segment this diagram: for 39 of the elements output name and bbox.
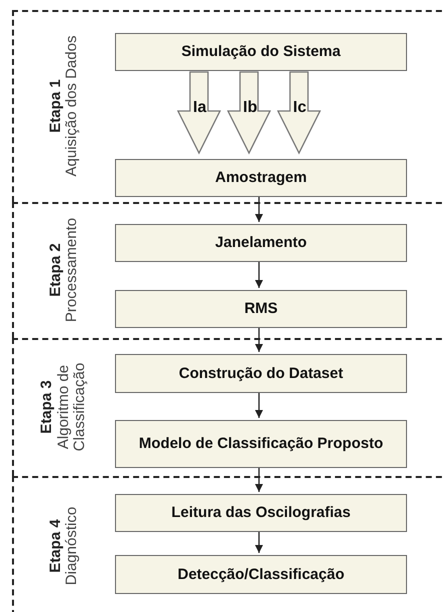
box-label: Simulação do Sistema [181, 43, 341, 61]
stage-subtitle: Diagnóstico [64, 506, 80, 588]
arrow [255, 530, 263, 553]
process-box [115, 224, 407, 262]
block-arrow [226, 71, 272, 154]
arrow [255, 466, 263, 492]
process-box [115, 33, 407, 71]
stage-band [12, 338, 444, 476]
arrow [255, 326, 263, 352]
edge-label: Ia [193, 100, 206, 116]
process-box [115, 290, 407, 328]
block-arrow [276, 71, 322, 154]
stage-band [12, 476, 444, 612]
process-box [115, 494, 407, 532]
edge-label: Ib [243, 100, 258, 116]
box-label: Janelamento [215, 234, 307, 252]
process-box [115, 420, 407, 468]
box-label: Modelo de Classificação Proposto [138, 435, 384, 453]
box-label: Detecção/Classificação [178, 566, 344, 584]
stage-subtitle: Aquisição dos Dados [64, 34, 80, 178]
process-box [115, 555, 407, 594]
stage-title: Etapa 2 [48, 242, 64, 299]
stage-subtitle: Algoritmo de Classificação [56, 362, 89, 454]
stage-subtitle: Processamento [64, 216, 80, 324]
stage-title: Etapa 4 [48, 518, 64, 575]
box-label: Amostragem [215, 169, 307, 187]
arrow [255, 195, 263, 222]
process-box [115, 159, 407, 197]
block-arrow [176, 71, 222, 154]
arrow [255, 260, 263, 288]
box-label: RMS [244, 300, 278, 318]
stage-band [12, 202, 444, 338]
edge-label: Ic [293, 100, 306, 116]
process-box [115, 354, 407, 393]
stage-title: Etapa 3 [39, 379, 56, 436]
arrow [255, 391, 263, 418]
stage-title: Etapa 1 [48, 78, 64, 135]
box-label: Leitura das Oscilografias [171, 504, 351, 522]
box-label: Construção do Dataset [178, 364, 344, 382]
